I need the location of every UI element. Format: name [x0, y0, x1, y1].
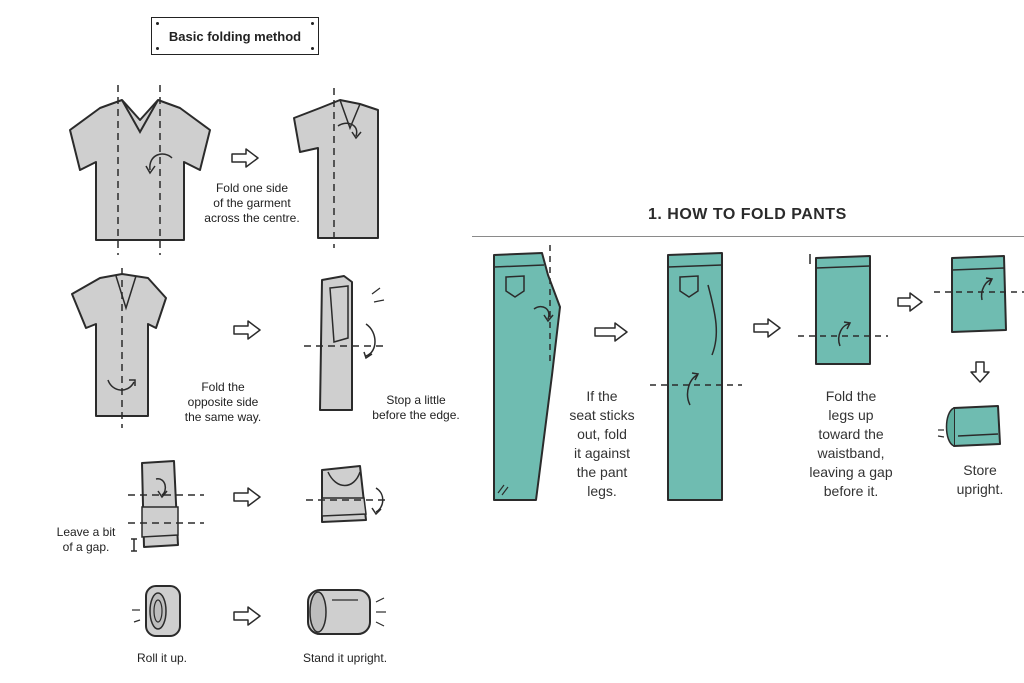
- shirt-section-title: Basic folding method: [151, 17, 319, 55]
- shirt-both-sides-folded-illustration: [304, 275, 386, 411]
- arrow-down-icon: [970, 361, 990, 383]
- section-divider: [472, 236, 1024, 237]
- shirt-step1-caption: Fold one side of the garment across the …: [204, 181, 300, 225]
- arrow-icon: [233, 487, 261, 507]
- shirt-one-side-folded-illustration: [293, 88, 379, 248]
- shirt-folded-over-illustration: [306, 465, 390, 523]
- shirt-step3-note: Leave a bit of a gap.: [56, 525, 116, 554]
- pants-stored-upright-illustration: [937, 405, 1001, 447]
- pants-step1-caption: If the seat sticks out, fold it against …: [569, 388, 635, 499]
- arrow-icon: [231, 148, 259, 168]
- shirt-step2-note: Stop a little before the edge.: [372, 393, 460, 422]
- pants-folded-in-half-illustration: [934, 255, 1024, 333]
- arrow-icon: [897, 292, 923, 312]
- shirt-standing-upright-illustration: [307, 589, 386, 635]
- pants-step2-caption: Fold the legs up toward the waistband, l…: [809, 388, 893, 499]
- pants-legs-folded-up-illustration: [798, 254, 888, 365]
- pants-seat-folded-illustration: [650, 252, 742, 501]
- shirt-step4-caption: Roll it up.: [136, 651, 188, 665]
- pants-section-heading: 1. HOW TO FOLD PANTS: [648, 206, 847, 223]
- arrow-icon: [233, 320, 261, 340]
- shirt-flat-illustration: [69, 85, 211, 255]
- pants-step3-caption: Store upright.: [956, 462, 1004, 497]
- arrow-icon: [594, 322, 628, 342]
- arrow-icon: [753, 318, 781, 338]
- arrow-icon: [233, 606, 261, 626]
- shirt-step5-caption: Stand it upright.: [302, 651, 388, 665]
- shirt-folded-bottom-up-illustration: [128, 460, 204, 552]
- pants-flat-illustration: [493, 245, 561, 501]
- shirt-step2-caption: Fold the opposite side the same way.: [184, 380, 262, 424]
- shirt-rolled-illustration: [132, 585, 181, 637]
- shirt-title-text: Basic folding method: [168, 28, 302, 44]
- shirt-half-folded-illustration: [71, 268, 167, 428]
